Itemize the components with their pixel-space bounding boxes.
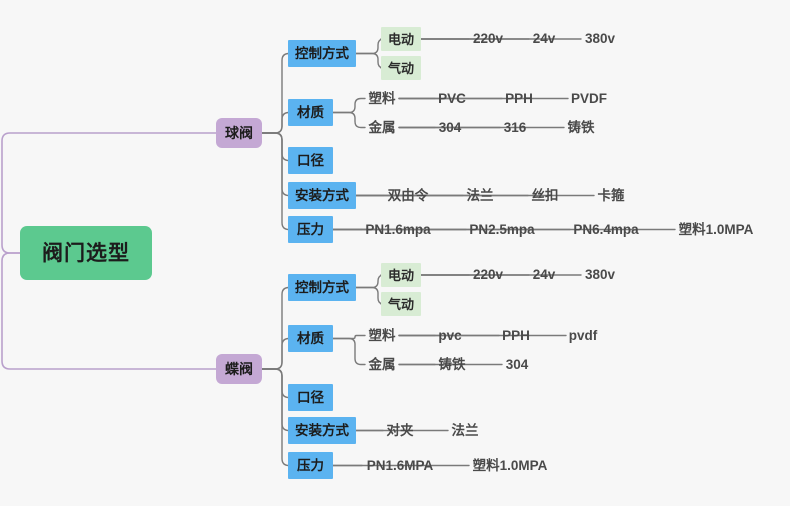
item-node-pvc-2[interactable]: pvc (438, 327, 462, 343)
item-node-plastic-10mpa-2[interactable]: 塑料1.0MPA (472, 457, 548, 473)
item-node-flange[interactable]: 法兰 (466, 187, 494, 203)
item-node-pvdf[interactable]: PVDF (570, 90, 607, 106)
item-node-pn25mpa[interactable]: PN2.5mpa (469, 221, 535, 237)
item-node-304-2[interactable]: 304 (505, 356, 529, 372)
item-node-plastic-10mpa[interactable]: 塑料1.0MPA (678, 221, 754, 237)
category-node-pressure-2[interactable]: 压力 (288, 452, 333, 479)
branch-node-ball-valve[interactable]: 球阀 (216, 118, 262, 148)
root-node[interactable]: 阀门选型 (20, 226, 152, 280)
item-node-plastic-2[interactable]: 塑料 (368, 327, 396, 343)
item-node-electric[interactable]: 电动 (381, 27, 421, 51)
item-node-pn16mpa-2[interactable]: PN1.6MPA (366, 457, 434, 473)
item-node-380v[interactable]: 380v (584, 31, 616, 47)
category-node-bore-size[interactable]: 口径 (288, 147, 333, 174)
item-node-flange-2[interactable]: 法兰 (451, 422, 479, 438)
item-node-24v[interactable]: 24v (532, 31, 556, 47)
item-node-pn16mpa[interactable]: PN1.6mpa (365, 221, 431, 237)
category-node-material[interactable]: 材质 (288, 99, 333, 126)
item-node-clamp[interactable]: 卡箍 (597, 187, 625, 203)
category-node-control-mode[interactable]: 控制方式 (288, 40, 356, 67)
category-node-install-mode[interactable]: 安装方式 (288, 182, 356, 209)
item-node-metal[interactable]: 金属 (368, 119, 396, 135)
item-node-220v-2[interactable]: 220v (472, 267, 504, 283)
item-node-pvc[interactable]: PVC (438, 90, 466, 106)
item-node-380v-2[interactable]: 380v (584, 267, 616, 283)
item-node-pneumatic[interactable]: 气动 (381, 56, 421, 80)
branch-node-butterfly-valve[interactable]: 蝶阀 (216, 354, 262, 384)
item-node-metal-2[interactable]: 金属 (368, 356, 396, 372)
category-node-install-mode-2[interactable]: 安装方式 (288, 417, 356, 444)
item-node-pph[interactable]: PPH (505, 90, 533, 106)
item-node-cast-iron[interactable]: 铸铁 (567, 119, 595, 135)
item-node-304[interactable]: 304 (438, 119, 462, 135)
item-node-pph-2[interactable]: PPH (502, 327, 530, 343)
item-node-double-union[interactable]: 双由令 (387, 187, 429, 203)
item-node-24v-2[interactable]: 24v (532, 267, 556, 283)
item-node-cast-iron-2[interactable]: 铸铁 (438, 356, 466, 372)
item-node-thread[interactable]: 丝扣 (531, 187, 559, 203)
item-node-pvdf-2[interactable]: pvdf (568, 327, 598, 343)
item-node-220v[interactable]: 220v (472, 31, 504, 47)
item-node-wafer[interactable]: 对夹 (386, 422, 414, 438)
category-node-material-2[interactable]: 材质 (288, 325, 333, 352)
item-node-electric-2[interactable]: 电动 (381, 263, 421, 287)
item-node-pneumatic-2[interactable]: 气动 (381, 292, 421, 316)
category-node-bore-size-2[interactable]: 口径 (288, 384, 333, 411)
category-node-control-mode-2[interactable]: 控制方式 (288, 274, 356, 301)
item-node-plastic[interactable]: 塑料 (368, 90, 396, 106)
item-node-pn64mpa[interactable]: PN6.4mpa (573, 221, 639, 237)
item-node-316[interactable]: 316 (503, 119, 527, 135)
category-node-pressure[interactable]: 压力 (288, 216, 333, 243)
